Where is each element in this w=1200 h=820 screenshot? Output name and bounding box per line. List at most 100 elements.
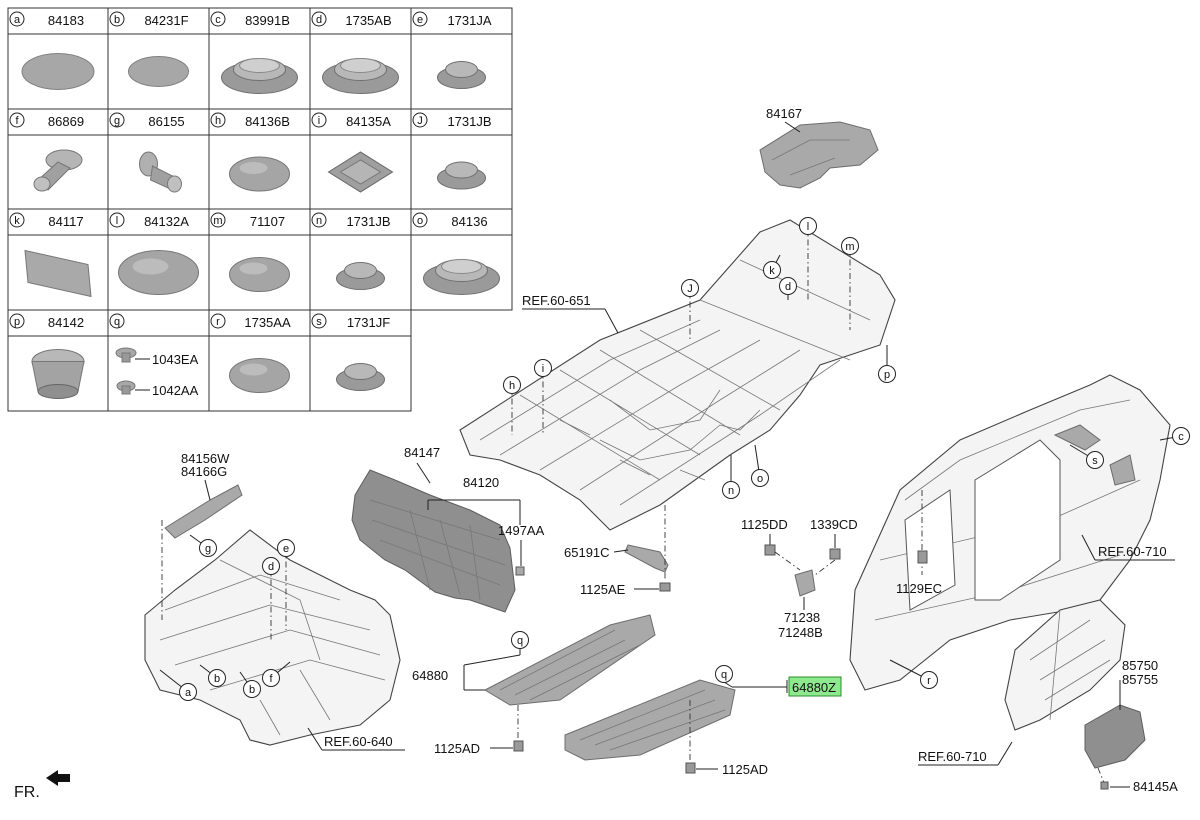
svg-text:m: m: [845, 241, 854, 253]
callout-d: d: [262, 557, 280, 640]
callout-s: s: [1069, 444, 1104, 469]
callout-f: f: [262, 661, 291, 687]
svg-text:e: e: [283, 543, 289, 555]
label-64880z: 64880Z: [792, 680, 836, 695]
svg-text:s: s: [1092, 455, 1098, 467]
legend-part-image: [322, 58, 399, 94]
label-84147: 84147: [404, 445, 440, 460]
legend-letter: a: [14, 14, 21, 26]
legend-part-image: [437, 161, 486, 190]
svg-text:d: d: [268, 561, 274, 573]
label-ref-60-710-lower: REF.60-710: [918, 749, 987, 764]
legend-part-image: [21, 53, 95, 90]
legend-letter: r: [216, 316, 220, 328]
label-71238: 71238: [784, 610, 820, 625]
legend-q-sub-label: 1043EA: [152, 352, 199, 367]
legend-part-image: [423, 259, 500, 295]
legend-cell-o-14: o 84136: [410, 208, 513, 311]
legend-letter: k: [14, 215, 20, 227]
legend-code: 1731JF: [347, 315, 390, 330]
svg-text:b: b: [214, 673, 220, 685]
legend-part-image: [221, 58, 298, 94]
ref-60-640: REF.60-640: [307, 727, 405, 751]
highlight-64880z: [788, 676, 842, 697]
callout-q: q: [715, 665, 733, 683]
callout-b: b: [199, 664, 226, 687]
svg-text:J: J: [687, 283, 693, 295]
legend-letter: q: [114, 316, 120, 328]
legend-code: 84136: [451, 214, 487, 229]
legend-code: 71107: [250, 214, 285, 229]
legend-part-image: [327, 151, 394, 193]
legend-part-image: [229, 156, 290, 192]
legend-q-sub-label: 1042AA: [152, 383, 199, 398]
label-71248b: 71248B: [778, 625, 823, 640]
legend-letter: h: [215, 115, 221, 127]
callout-p: p: [878, 345, 896, 383]
legend-code: 1731JB: [447, 114, 491, 129]
svg-text:d: d: [785, 281, 791, 293]
legend-part-image: [229, 358, 290, 393]
label-ref-60-640: REF.60-640: [324, 734, 393, 749]
legend-cell-h-7: h 84136B: [208, 108, 311, 210]
legend-letter: o: [417, 215, 423, 227]
callout-k: k: [763, 254, 781, 279]
ref-60-710-upper: REF.60-710: [1081, 534, 1175, 561]
callout-i: i: [534, 359, 552, 435]
callout-d: d: [779, 277, 797, 300]
callout-n: n: [722, 455, 740, 499]
callout-g: g: [189, 534, 217, 557]
legend-code: 84183: [48, 13, 84, 28]
callout-e: e: [277, 539, 295, 630]
legend-code: 1735AB: [345, 13, 391, 28]
legend-letter: b: [114, 14, 120, 26]
svg-text:r: r: [927, 675, 931, 687]
legend-letter: f: [15, 115, 19, 127]
callout-r: r: [889, 659, 938, 689]
label-84167: 84167: [766, 106, 802, 121]
svg-text:a: a: [185, 687, 192, 699]
legend-letter: i: [318, 115, 320, 127]
part-1129ec: 1129EC: [896, 490, 942, 596]
legend-letter: c: [215, 14, 221, 26]
svg-text:q: q: [517, 635, 523, 647]
part-65191c-bracket: 65191C 1125AE: [564, 505, 671, 597]
legend-code: 84136B: [245, 114, 290, 129]
label-84145a: 84145A: [1133, 779, 1178, 794]
part-64880-under-cover: 64880 64880Z 1125AD 1125AD: [412, 614, 842, 777]
callout-h: h: [503, 376, 521, 435]
legend-part-image: [336, 262, 385, 290]
legend-cell-a-0: a 84183: [7, 7, 109, 110]
part-84120-dash-insulator: 84147 84120 1497AA: [351, 445, 545, 613]
front-body-structure: [144, 520, 401, 746]
legend-letter: g: [114, 115, 120, 127]
label-85755: 85755: [1122, 672, 1158, 687]
label-fr: FR.: [14, 784, 40, 801]
legend-cell-q-16: q 1043EA 1042AA: [107, 309, 210, 412]
label-1125ad-right: 1125AD: [722, 762, 768, 777]
svg-text:c: c: [1178, 431, 1184, 443]
svg-text:p: p: [884, 369, 890, 381]
svg-text:o: o: [757, 473, 763, 485]
legend-part-image: [336, 363, 385, 391]
callout-J: J: [681, 279, 699, 340]
svg-text:g: g: [205, 543, 211, 555]
label-ref-60-651: REF.60-651: [522, 293, 591, 308]
legend-part-image: [139, 151, 182, 193]
callout-l: l: [799, 217, 817, 300]
legend-part-image: [33, 149, 83, 192]
legend-code: 1735AA: [244, 315, 291, 330]
side-callouts: c s r: [889, 427, 1190, 689]
